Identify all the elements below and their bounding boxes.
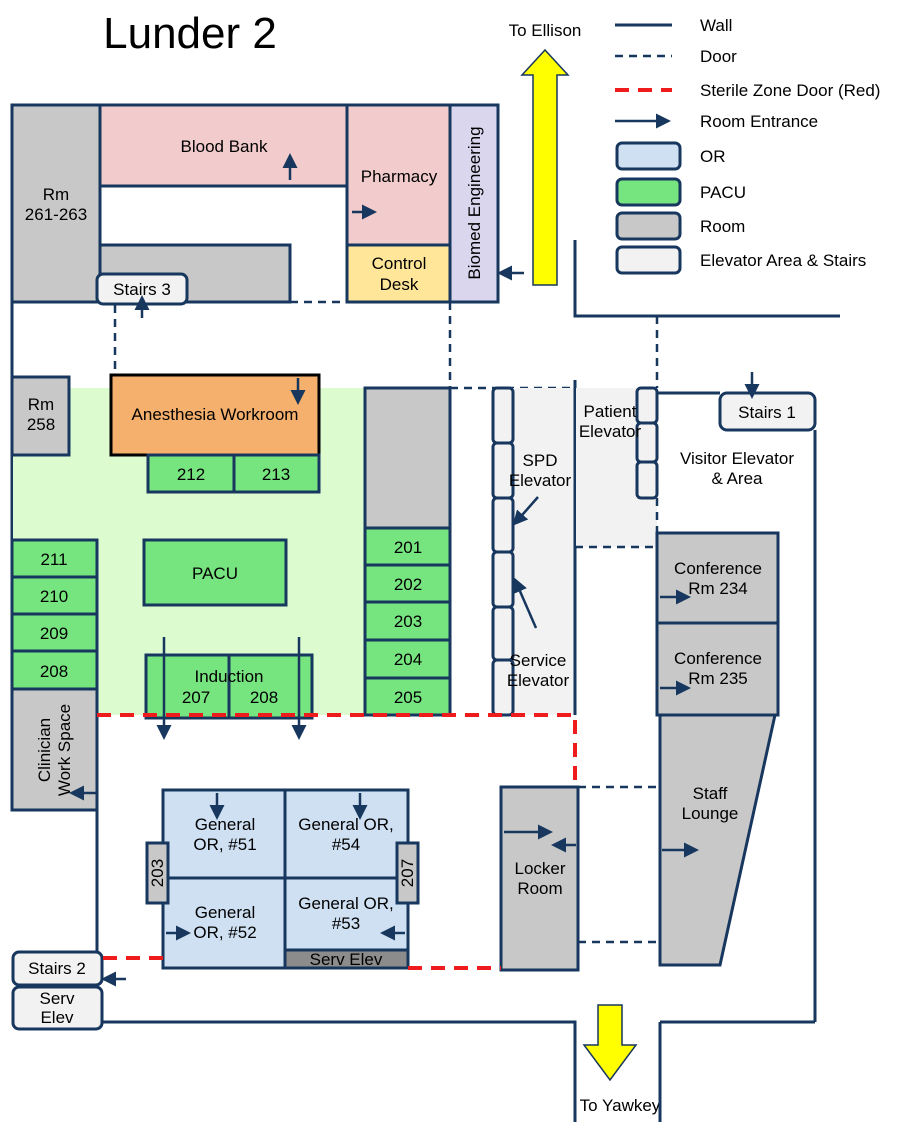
room-207 (395, 841, 420, 905)
induction-label: Induction (195, 667, 264, 686)
legend-room: Room (700, 217, 745, 236)
bay-202-label: 202 (394, 575, 422, 594)
right-bays: 201 202 203 204 205 (363, 526, 452, 717)
staff-lounge (658, 713, 777, 967)
room-203 (145, 841, 170, 905)
legend-or: OR (700, 147, 726, 166)
or-service-elevator (283, 948, 410, 970)
clinician-label: ClinicianWork Space (35, 704, 74, 796)
bay-209-label: 209 (40, 624, 68, 643)
legend-wall: Wall (700, 16, 732, 35)
locker-room (499, 785, 580, 972)
bay-201-label: 201 (394, 538, 422, 557)
elevator-cars (491, 386, 515, 717)
pacu (142, 538, 288, 607)
bay-204-label: 204 (394, 650, 422, 669)
bay-210-label: 210 (40, 587, 68, 606)
anesthesia-label: Anesthesia Workroom (132, 405, 299, 424)
to-ellison-label: To Ellison (509, 21, 582, 40)
legend-elevator: Elevator Area & Stairs (700, 251, 866, 270)
room-207-label: 207 (398, 859, 417, 887)
gray-room (363, 386, 452, 530)
room-258 (10, 375, 71, 457)
spd-service-elevator-area (513, 388, 575, 715)
legend-sterile: Sterile Zone Door (Red) (700, 81, 880, 100)
biomed-label: Biomed Engineering (465, 126, 484, 279)
induction-208-label: 208 (250, 688, 278, 707)
blood-bank-label: Blood Bank (181, 137, 268, 156)
legend-pacu: PACU (700, 183, 746, 202)
or-54-label: General OR,#54 (298, 815, 393, 854)
pharmacy-label: Pharmacy (361, 167, 438, 186)
room-203-label: 203 (148, 859, 167, 887)
south-arrow-icon (582, 1004, 638, 1082)
conference-rm-234 (655, 531, 780, 625)
biomed-engineering (448, 103, 500, 304)
or-serv-elev-label: Serv Elev (310, 950, 383, 969)
bay-213 (232, 453, 321, 494)
bay-213-label: 213 (262, 465, 290, 484)
stairs-1 (718, 391, 817, 432)
page-title: Lunder 2 (103, 9, 277, 58)
stairs-2-label: Stairs 2 (28, 959, 86, 978)
bay-212 (146, 453, 236, 494)
or-53-label: General OR,#53 (298, 894, 393, 933)
bay-205-label: 205 (394, 688, 422, 707)
sterile-zone-boundary (97, 713, 577, 787)
bay-208-label: 208 (40, 662, 68, 681)
blood-bank (98, 103, 349, 188)
bay-211-label: 211 (40, 550, 67, 569)
bay-212-label: 212 (177, 465, 205, 484)
control-desk (345, 243, 452, 304)
legend: Wall Door Sterile Zone Door (Red) Room E… (615, 16, 880, 275)
bay-203-label: 203 (394, 612, 422, 631)
visitor-elevator-label: Visitor Elevator& Area (680, 449, 794, 488)
to-yawkey-label: To Yawkey (580, 1096, 661, 1115)
service-elevator (11, 985, 104, 1031)
north-arrow-icon (520, 48, 570, 286)
legend-entrance: Room Entrance (700, 112, 818, 131)
pacu-label: PACU (192, 564, 238, 583)
induction-207-label: 207 (182, 688, 210, 707)
stairs-1-label: Stairs 1 (738, 403, 796, 422)
stairs-2 (11, 950, 104, 987)
stairs-3-label: Stairs 3 (113, 280, 171, 299)
legend-door: Door (700, 47, 737, 66)
left-bays: 211 210 209 208 (10, 538, 99, 691)
conference-rm-235 (655, 621, 780, 717)
room-261-263 (10, 103, 102, 304)
